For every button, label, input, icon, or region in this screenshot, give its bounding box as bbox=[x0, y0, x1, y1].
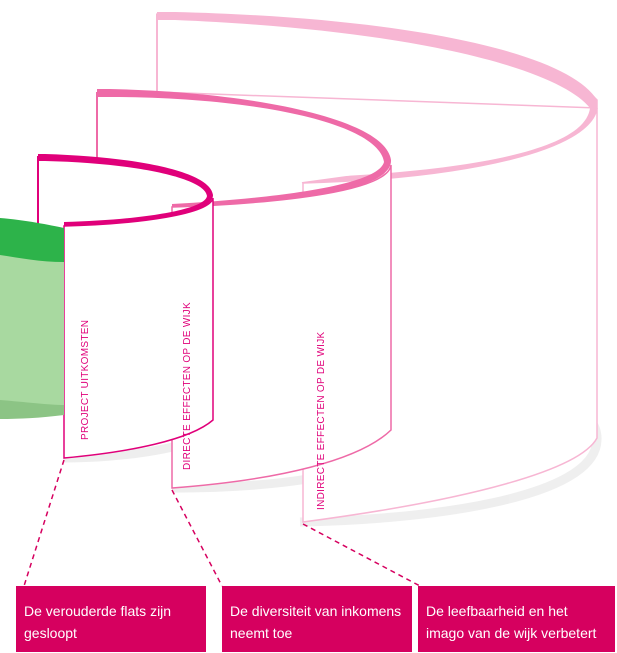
core-top bbox=[0, 218, 64, 262]
callout-text-2: De diversiteit van inkomens neemt toe bbox=[230, 603, 402, 641]
callout-text-3: De leefbaarheid en het imago van de wijk… bbox=[426, 603, 597, 641]
connector-1 bbox=[23, 459, 65, 587]
ring-project-outcomes bbox=[37, 154, 214, 459]
core-body bbox=[0, 222, 64, 418]
ring-label-project-outcomes: PROJECT UITKOMSTEN bbox=[80, 320, 91, 440]
inner-ring-inner-face bbox=[38, 158, 212, 230]
inner-ring-top-rim bbox=[38, 154, 213, 228]
callout-text-1: De verouderde flats zijn gesloopt bbox=[24, 603, 172, 641]
connectors bbox=[23, 459, 421, 587]
middle-ring-front-face bbox=[171, 164, 392, 489]
connector-2 bbox=[171, 489, 223, 587]
core-bottom-shade bbox=[0, 400, 64, 419]
outer-ring-top-rim bbox=[157, 12, 597, 185]
callout-box-3: De leefbaarheid en het imago van de wijk… bbox=[418, 586, 615, 652]
ring-label-indirect-effects: INDIRECTE EFFECTEN OP DE WIJK bbox=[316, 331, 327, 510]
callout-box-2: De diversiteit van inkomens neemt toe bbox=[222, 586, 412, 652]
ring-direct-effects bbox=[96, 89, 392, 489]
inner-ring-front-face bbox=[63, 197, 214, 459]
core-cylinder bbox=[0, 218, 64, 419]
callout-box-1: De verouderde flats zijn gesloopt bbox=[16, 586, 206, 652]
middle-ring-top-rim bbox=[97, 89, 392, 210]
connector-3 bbox=[302, 523, 421, 587]
ring-label-direct-effects: DIRECTE EFFECTEN OP DE WIJK bbox=[182, 302, 193, 470]
